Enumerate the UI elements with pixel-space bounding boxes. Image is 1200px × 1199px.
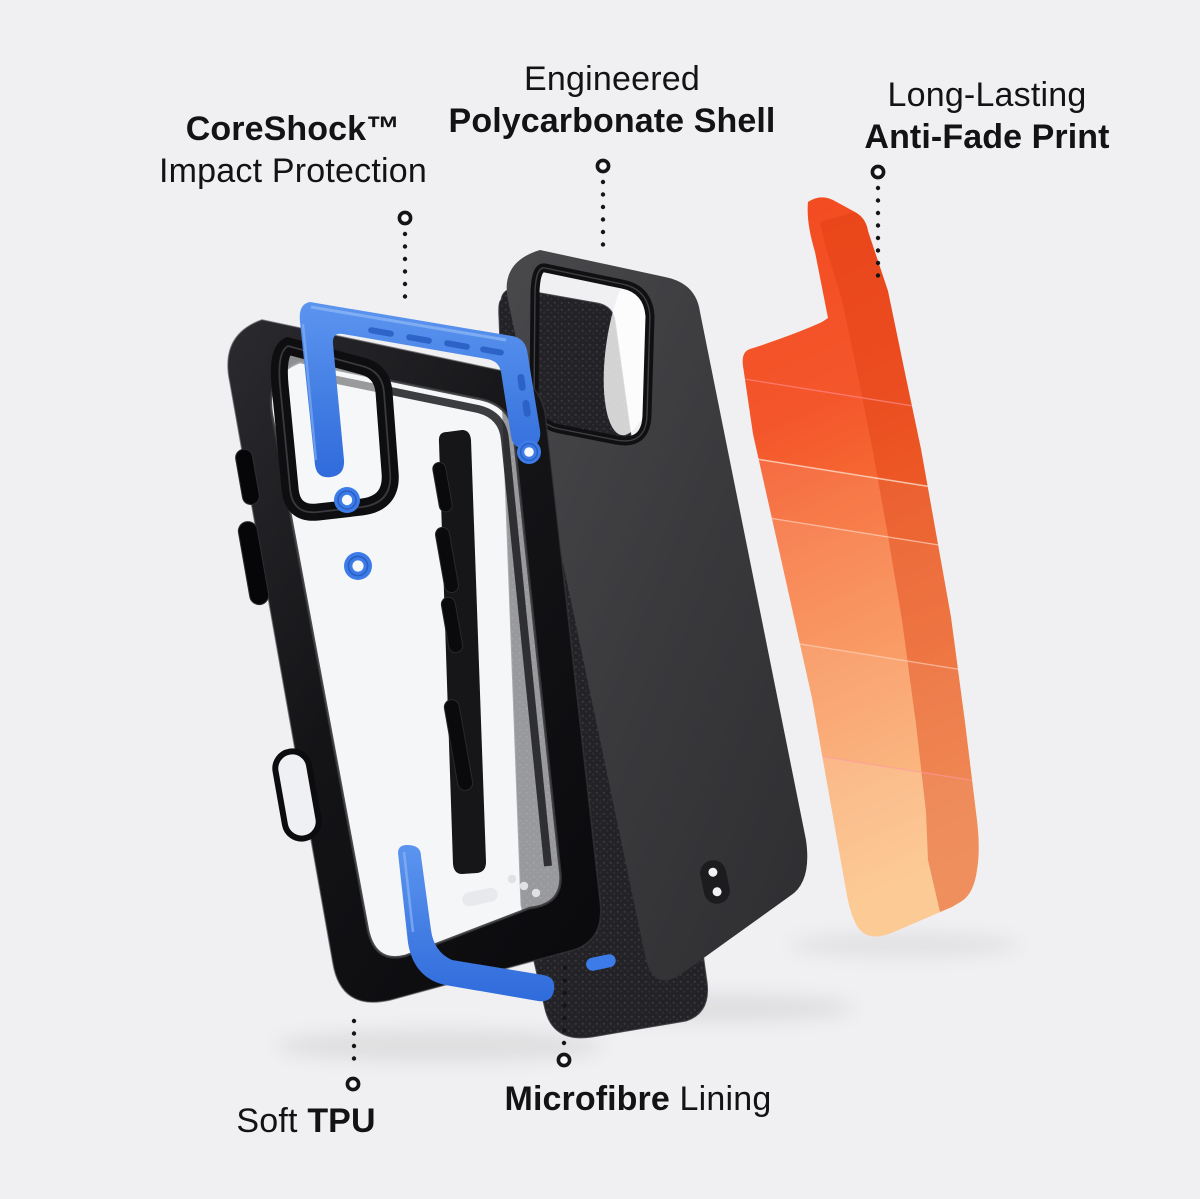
callout-coreshock-line2: Impact Protection [159,152,427,190]
callout-coreshock-line1: CoreShock™ [185,110,401,148]
callout-antifade-line2: Anti-Fade Print [864,118,1110,156]
callout-coreshock: CoreShock™ Impact Protection [159,108,427,192]
callout-microfibre-regular: Lining [669,1080,772,1118]
connector-dot-polycarbonate [595,158,611,174]
oval-cutout [272,748,322,842]
connector-dot-antifade [870,164,886,180]
lanyard-holes [700,860,730,904]
callout-antifade-line1: Long-Lasting [887,76,1087,114]
callout-microfibre-bold: Microfibre [504,1080,670,1118]
coreshock-tab [586,954,616,971]
connector-dot-microfibre [556,1052,572,1068]
callout-polycarbonate-line1: Engineered [524,60,700,98]
callout-polycarbonate-line2: Polycarbonate Shell [448,102,776,140]
connector-microfibre [561,965,568,1047]
coreshock-corner-bottom [398,845,616,1002]
callout-microfibre: Microfibre Lining [505,1078,772,1120]
coreshock-frame-top [299,302,541,478]
coreshock-grommets [334,440,541,580]
side-button-small [235,448,260,506]
callout-polycarbonate: Engineered Polycarbonate Shell [449,58,776,142]
speaker-holes [462,874,541,907]
shell-buttons-through-window [432,430,486,874]
callout-soft-tpu-bold: TPU [307,1102,376,1140]
side-button-large [237,521,270,606]
polycarbonate-shell-layer [506,250,808,981]
connector-dot-soft-tpu [345,1076,361,1092]
callout-soft-tpu-regular: Soft [236,1102,308,1140]
callout-antifade: Long-Lasting Anti-Fade Print [864,74,1109,158]
connector-dot-coreshock [397,210,413,226]
callout-soft-tpu: Soft TPU [236,1100,375,1142]
